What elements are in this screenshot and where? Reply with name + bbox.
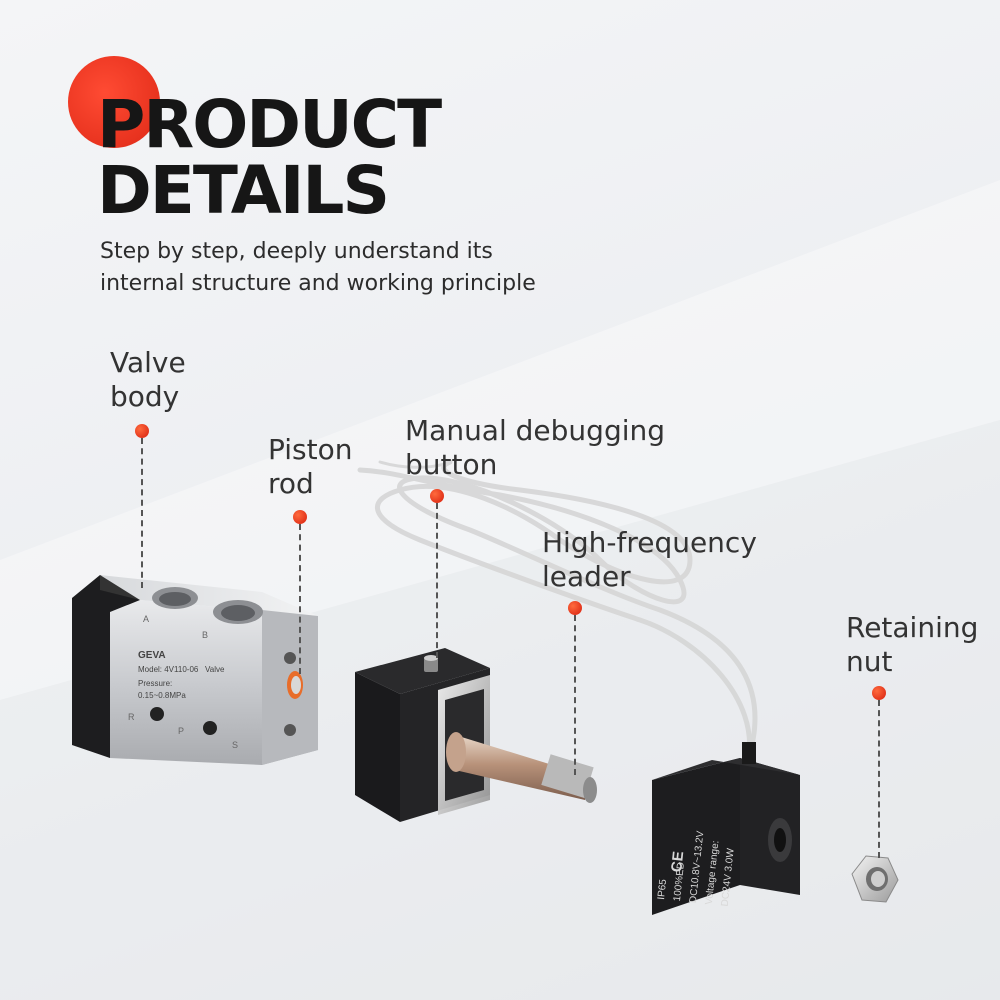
piston-rod-label-line-2: rod [268,467,314,500]
hf-leader-marker-dot [568,601,582,615]
hf-leader-leader-line [574,615,576,775]
port-s-marking: S [232,740,238,750]
valve-pressure-label: Pressure: [138,679,172,688]
subtitle-line-2: internal structure and working principle [100,271,536,296]
valve-type-marking: Valve [205,665,225,674]
valve-brand-marking: GEVA [138,650,166,661]
port-p-marking: P [178,726,184,736]
retaining-nut-label: Retaining nut [846,611,978,679]
valve-body-marker-dot [135,424,149,438]
manual-button-marker-dot [430,489,444,503]
piston-rod-label: Piston rod [268,433,353,501]
title-line-1: PRODUCT [97,86,442,163]
valve-body-label: Valve body [110,346,186,414]
solenoid-coil-rear: IP65 100%ED DC10.8V~13.2V Voltage range:… [652,742,800,915]
port-r-marking: R [128,712,135,722]
solenoid-coil-front [355,648,597,822]
coil-duty-marking: 100%ED [672,862,687,902]
hf-leader-label-line-1: High-frequency [542,526,757,559]
valve-body-leader-line [141,438,143,588]
port-a-marking: A [143,614,149,624]
retaining-nut-marker-dot [872,686,886,700]
manual-button-label: Manual debugging button [405,414,665,482]
valve-model-marking: Model: 4V110-06 [138,665,199,674]
port-b-marking: B [202,630,208,640]
ce-mark: CE [668,850,687,873]
valve-body: GEVA Valve Model: 4V110-06 Pressure: 0.1… [72,575,318,765]
piston-rod-label-line-1: Piston [268,433,353,466]
manual-button-label-line-2: button [405,448,498,481]
title-line-2: DETAILS [97,152,390,229]
valve-body-label-line-2: body [110,380,180,413]
valve-body-label-line-1: Valve [110,346,186,379]
subtitle-line-1: Step by step, deeply understand its [100,239,493,264]
accent-circle [68,56,160,148]
coil-protection-marking: IP65 [656,878,669,900]
manual-button-leader-line [436,503,438,658]
retaining-nut-label-line-2: nut [846,645,893,678]
page-title: PRODUCT DETAILS [97,92,442,224]
piston-rod-leader-line [299,524,301,674]
retaining-nut-label-line-1: Retaining [846,611,979,644]
lead-wires [357,459,758,763]
piston-rod-marker-dot [293,510,307,524]
valve-pressure-range: 0.15~0.8MPa [138,691,186,700]
manual-button-label-line-1: Manual debugging [405,414,666,447]
retaining-nut-leader-line [878,700,880,858]
hf-leader-label-line-2: leader [542,560,631,593]
page-subtitle: Step by step, deeply understand its inte… [100,236,620,300]
retaining-nut [851,855,899,903]
hf-leader-label: High-frequency leader [542,526,757,594]
